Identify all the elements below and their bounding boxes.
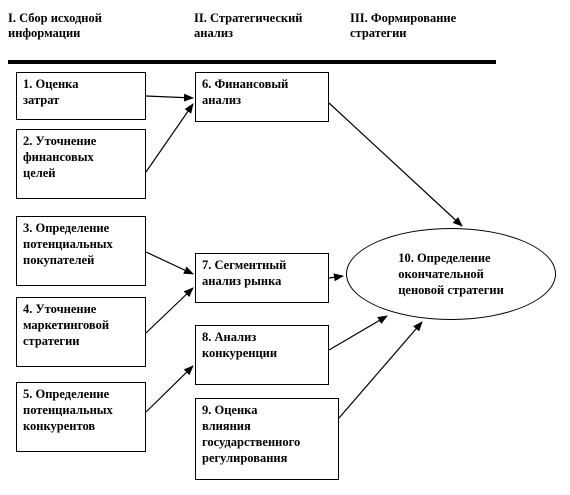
edge-n5-n8 bbox=[145, 365, 194, 413]
node-cost-estimation: 1. Оценка затрат bbox=[16, 72, 146, 120]
edge-n2-n6 bbox=[145, 103, 194, 173]
edge-n3-n7 bbox=[145, 251, 194, 275]
node-final-pricing-strategy: 10. Определение окончательной ценовой ст… bbox=[346, 228, 556, 320]
edge-n1-n6 bbox=[145, 93, 194, 102]
edge-n4-n7 bbox=[145, 287, 194, 334]
node-financial-analysis: 6. Финансовый анализ bbox=[195, 72, 329, 122]
node-marketing-strategy: 4. Уточнение маркетинговой стратегии bbox=[16, 297, 146, 367]
node-potential-buyers: 3. Определение потенциальных покупателей bbox=[16, 216, 146, 286]
edge-n9-n10 bbox=[338, 321, 423, 419]
header-stage-2: II. Стратегический анализ bbox=[194, 11, 303, 40]
node-financial-goals: 2. Уточнение финансовых целей bbox=[16, 129, 146, 199]
node-regulation-assessment: 9. Оценка влияния государственного регул… bbox=[195, 398, 339, 480]
header-stage-1: I. Сбор исходной информации bbox=[8, 11, 102, 40]
header-stage-3: III. Формирование стратегии bbox=[350, 11, 457, 40]
edge-n6-n10 bbox=[328, 102, 463, 227]
node-competition-analysis: 8. Анализ конкуренции bbox=[195, 325, 329, 385]
header-divider bbox=[8, 60, 496, 64]
edge-n7-n10 bbox=[328, 273, 344, 282]
node-final-pricing-strategy-label: 10. Определение окончательной ценовой ст… bbox=[398, 251, 504, 297]
edge-n8-n10 bbox=[328, 315, 388, 351]
node-potential-competitors: 5. Определение потенциальных конкурентов bbox=[16, 382, 146, 452]
node-market-segment-analysis: 7. Сегментный анализ рынка bbox=[195, 253, 329, 303]
